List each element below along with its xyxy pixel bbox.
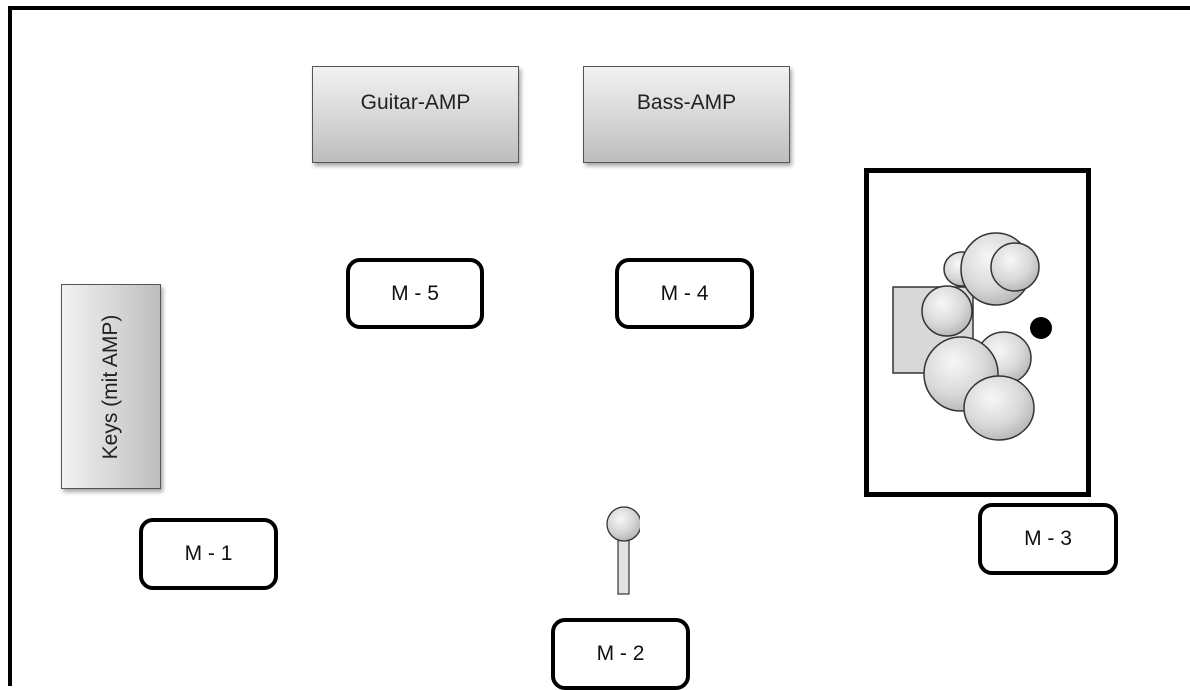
monitor-m5: M - 5 bbox=[346, 258, 484, 329]
microphone-stand-icon bbox=[606, 506, 640, 595]
monitor-m2-label: M - 2 bbox=[596, 642, 645, 665]
drum-kit-icon bbox=[892, 232, 1052, 441]
monitor-m2: M - 2 bbox=[551, 618, 690, 690]
drum-riser bbox=[864, 168, 1091, 497]
monitor-m1: M - 1 bbox=[139, 518, 278, 590]
bass-amp: Bass-AMP bbox=[583, 66, 790, 163]
keys-amp-label: Keys (mit AMP) bbox=[99, 314, 122, 459]
guitar-amp-label: Guitar-AMP bbox=[360, 91, 471, 114]
keys-amp: Keys (mit AMP) bbox=[61, 284, 161, 489]
monitor-m4-label: M - 4 bbox=[660, 281, 709, 305]
guitar-amp: Guitar-AMP bbox=[312, 66, 519, 163]
bass-amp-label: Bass-AMP bbox=[636, 91, 737, 114]
stage-border-top bbox=[8, 6, 1190, 10]
monitor-m5-label: M - 5 bbox=[391, 281, 439, 305]
monitor-m3-label: M - 3 bbox=[1024, 527, 1072, 550]
monitor-m4: M - 4 bbox=[615, 258, 754, 329]
monitor-m1-label: M - 1 bbox=[184, 542, 233, 565]
monitor-m3: M - 3 bbox=[978, 503, 1118, 575]
stage-border-left bbox=[8, 6, 12, 686]
